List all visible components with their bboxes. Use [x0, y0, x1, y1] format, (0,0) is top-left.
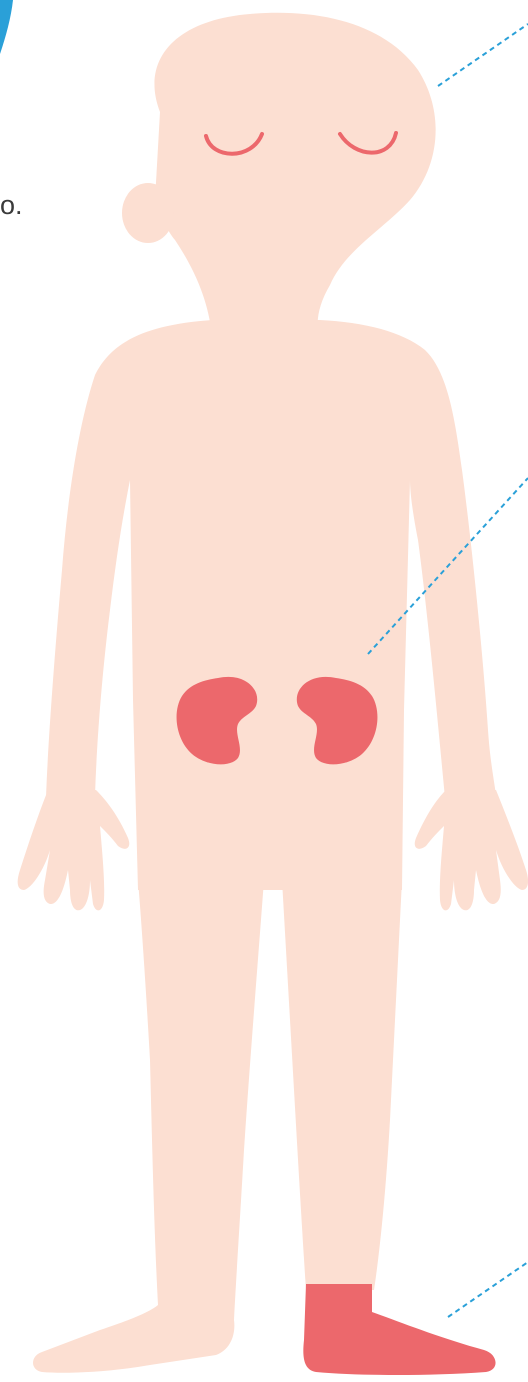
callout-line-eyes [438, 24, 528, 86]
left-hand [18, 790, 130, 910]
torso [46, 320, 496, 890]
head [154, 13, 435, 335]
clipped-text-fragment: o. [0, 192, 23, 219]
right-leg [282, 880, 402, 1290]
left-leg [33, 880, 264, 1373]
highlighted-foot [303, 1284, 495, 1375]
callout-line-foot [448, 1262, 528, 1317]
right-hand [415, 790, 528, 910]
blue-badge-arc [0, 0, 13, 54]
ear [122, 183, 174, 243]
